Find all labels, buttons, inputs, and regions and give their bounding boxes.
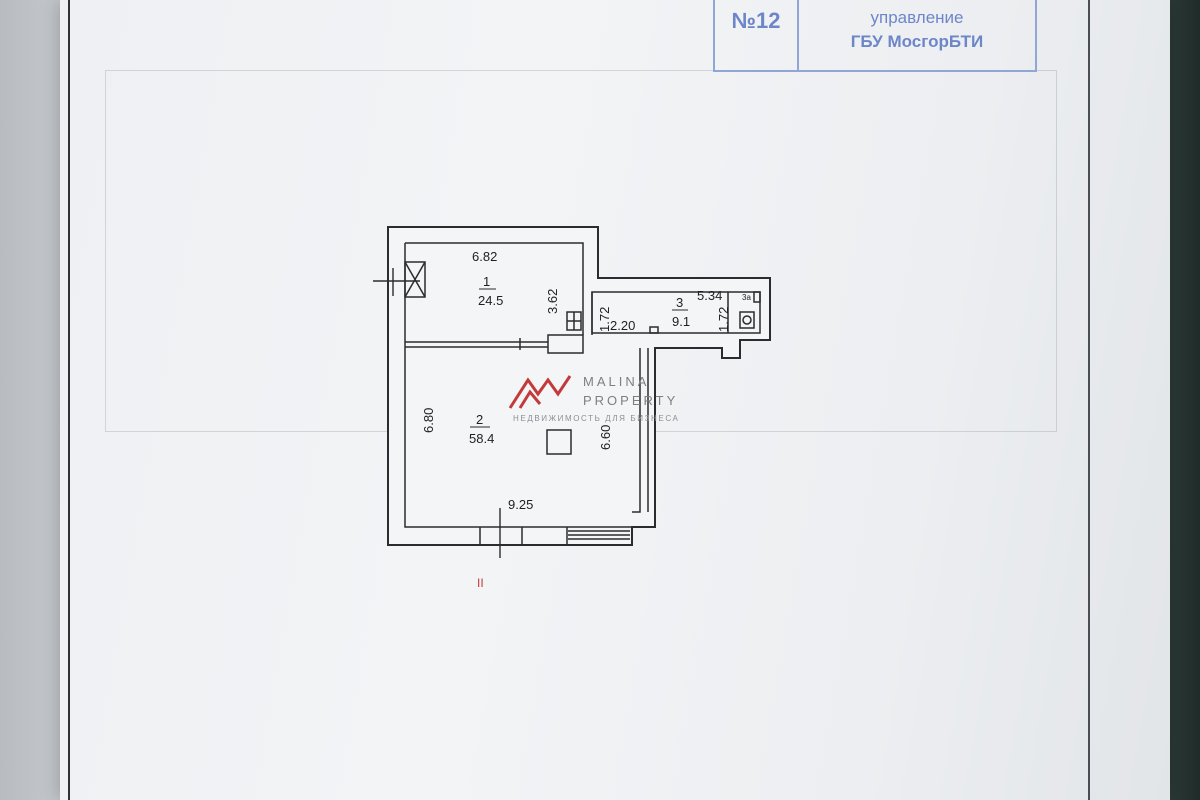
sheet-border-right	[1088, 0, 1090, 800]
room-1-area: 24.5	[478, 293, 503, 308]
room-2-area: 58.4	[469, 431, 494, 446]
dim-room2-inner-height: 6.60	[598, 425, 613, 450]
dim-room3-depth: 1.72	[716, 307, 731, 332]
watermark-logo	[508, 375, 572, 409]
dim-corridor-width: 2.20	[610, 318, 635, 333]
entry-arrow	[373, 268, 420, 296]
outer-walls	[387, 226, 771, 546]
watermark-name-line2: PROPERTY	[583, 393, 678, 408]
dim-room2-width: 9.25	[508, 497, 533, 512]
stamp-organization: ГБУ МосгорБТИ	[850, 32, 984, 51]
bti-stamp: №12 управление ГБУ МосгорБТИ	[713, 0, 1037, 72]
room-2-number: 2	[476, 412, 483, 427]
room-1-number: 1	[483, 274, 490, 289]
room-3-number: 3	[676, 295, 683, 310]
dim-room1-width: 6.82	[472, 249, 497, 264]
watermark-tagline: НЕДВИЖИМОСТЬ ДЛЯ БИЗНЕСА	[513, 414, 679, 423]
dim-room1-depth: 3.62	[545, 289, 560, 314]
section-mark: II	[477, 576, 484, 590]
dim-room2-height: 6.80	[421, 408, 436, 433]
inner-walls	[404, 242, 761, 545]
watermark-name-line1: MALINA	[583, 374, 649, 389]
dim-room3-width: 5.34	[697, 288, 722, 303]
room-3-area: 9.1	[672, 314, 690, 329]
stamp-divider	[797, 0, 799, 70]
stamp-department: управление	[870, 8, 964, 27]
dim-corridor-left-depth: 1.72	[597, 307, 612, 332]
room-3a-number: 3а	[742, 293, 751, 302]
stamp-number: №12	[731, 8, 781, 33]
sheet-border-left	[68, 0, 70, 800]
